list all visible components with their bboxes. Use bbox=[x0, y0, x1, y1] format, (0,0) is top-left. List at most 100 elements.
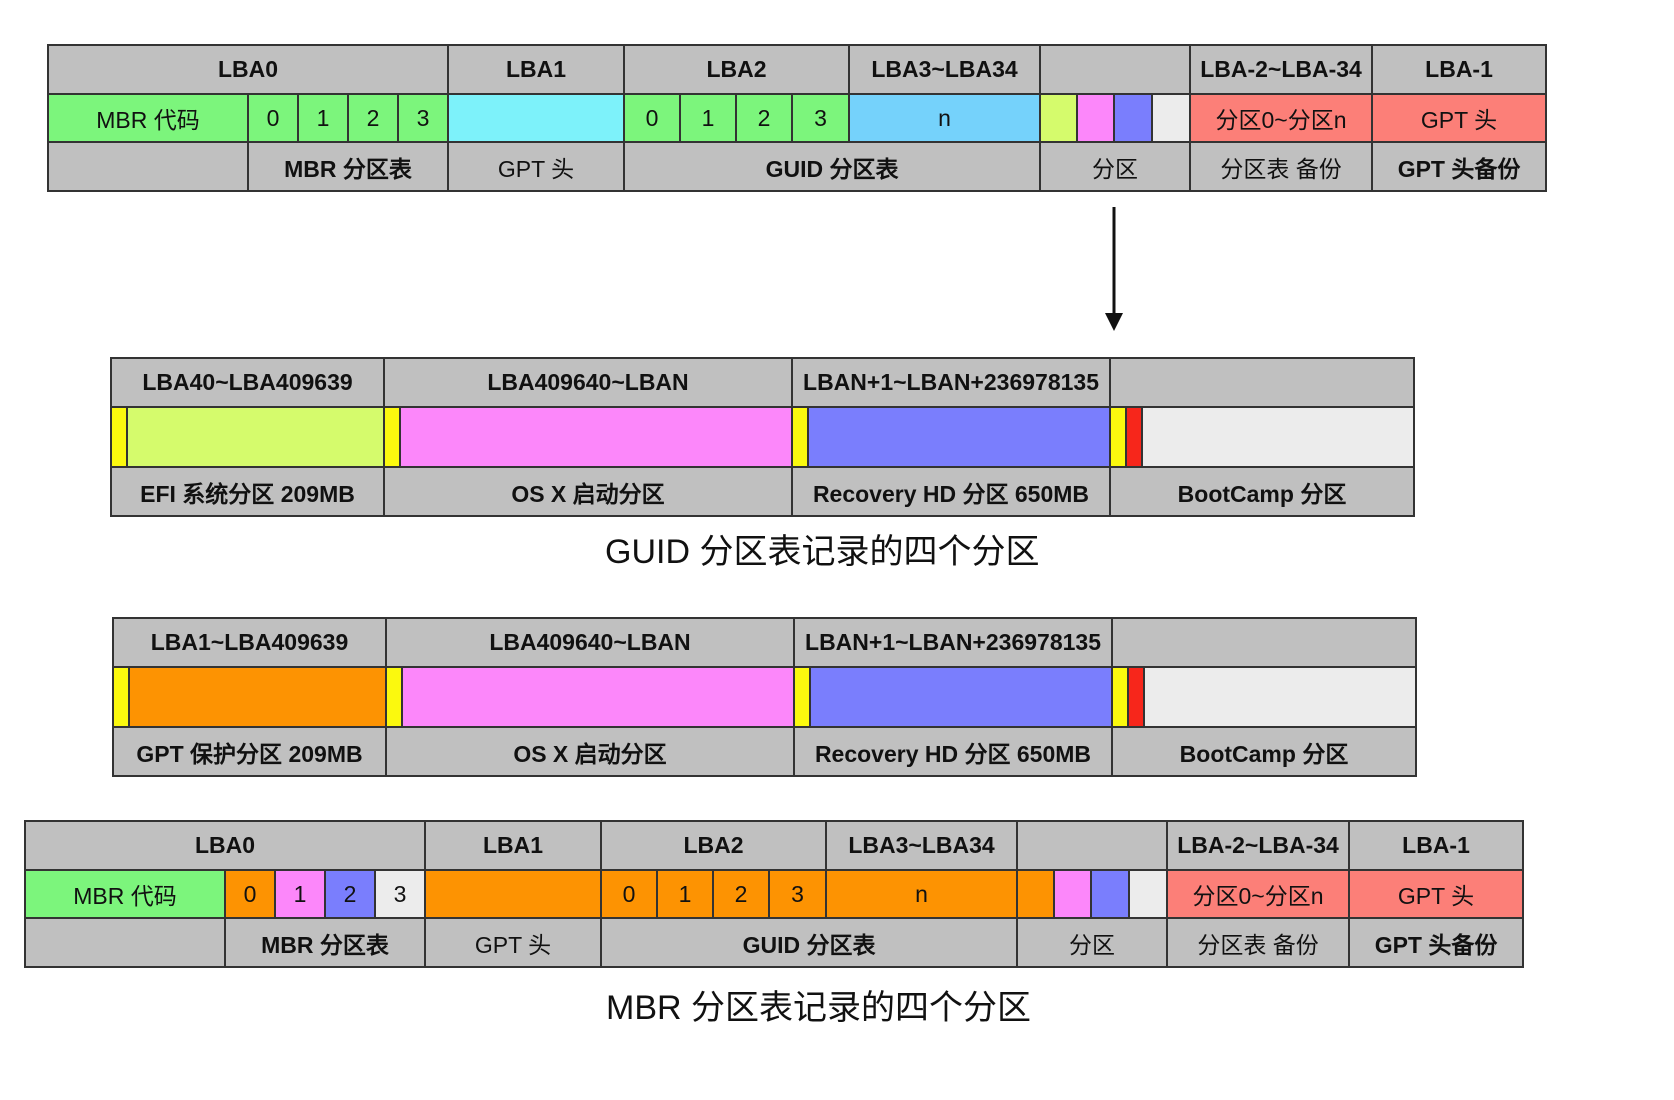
gpt-entries-n: n bbox=[848, 93, 1042, 143]
gpt-entries-n: n bbox=[825, 869, 1019, 919]
partition-bootcamp-block bbox=[1151, 93, 1192, 143]
mbr-caption: MBR 分区表记录的四个分区 bbox=[606, 989, 1031, 1027]
mbr-slot: 2 bbox=[324, 869, 376, 919]
header-lba1: LBA1 bbox=[424, 820, 603, 871]
header-lba0: LBA0 bbox=[46, 44, 450, 95]
header-bootcamp-range bbox=[1111, 617, 1417, 668]
header-osx-range: LBA409640~LBAN bbox=[383, 357, 793, 408]
content-row bbox=[112, 666, 1417, 728]
guid-caption: GUID 分区表记录的四个分区 bbox=[605, 533, 1040, 571]
header-lba3-34: LBA3~LBA34 bbox=[825, 820, 1019, 871]
label-osx: OS X 启动分区 bbox=[385, 726, 795, 777]
partition-efi-block bbox=[1039, 93, 1079, 143]
gpt-entry-slot: 1 bbox=[679, 93, 738, 143]
header-row: LBA1~LBA409639 LBA409640~LBAN LBAN+1~LBA… bbox=[112, 617, 1417, 668]
partition-bootcamp-bar bbox=[1111, 666, 1417, 728]
content-row bbox=[110, 406, 1415, 468]
header-lba-last: LBA-1 bbox=[1348, 820, 1525, 871]
footer-table-backup: 分区表 备份 bbox=[1166, 917, 1351, 968]
mbr-slot: 0 bbox=[247, 93, 299, 143]
footer-mbr-table: MBR 分区表 bbox=[223, 917, 427, 968]
footer-blank bbox=[47, 141, 249, 192]
footer-mbr-table: MBR 分区表 bbox=[246, 141, 450, 192]
footer-row: GPT 保护分区 209MB OS X 启动分区 Recovery HD 分区 … bbox=[112, 726, 1417, 777]
header-lba3-34: LBA3~LBA34 bbox=[848, 44, 1042, 95]
gpt-entry-slot: 1 bbox=[656, 869, 715, 919]
mbr-slot: 3 bbox=[373, 869, 427, 919]
gpt-header-cell bbox=[424, 869, 603, 919]
content-row: MBR 代码 0 1 2 3 0 1 2 3 n 分区0~分区n GPT 头 bbox=[47, 93, 1548, 143]
header-lba-backup: LBA-2~LBA-34 bbox=[1189, 44, 1374, 95]
label-protective: GPT 保护分区 209MB bbox=[112, 726, 387, 777]
partition-osx-block bbox=[1076, 93, 1116, 143]
header-bootcamp-range bbox=[1109, 357, 1415, 408]
partition-bootcamp-bar bbox=[1109, 406, 1415, 468]
mbr-slot: 2 bbox=[347, 93, 399, 143]
label-recovery: Recovery HD 分区 650MB bbox=[791, 466, 1111, 517]
header-partitions bbox=[1039, 44, 1192, 95]
mbr-partition-table: LBA1~LBA409639 LBA409640~LBAN LBAN+1~LBA… bbox=[112, 617, 1417, 777]
header-lba1: LBA1 bbox=[447, 44, 626, 95]
gpt-header-cell bbox=[447, 93, 626, 143]
gpt-entry-slot: 2 bbox=[735, 93, 794, 143]
footer-partitions: 分区 bbox=[1016, 917, 1169, 968]
header-lba2: LBA2 bbox=[600, 820, 828, 871]
footer-partitions: 分区 bbox=[1039, 141, 1192, 192]
header-row: LBA0 LBA1 LBA2 LBA3~LBA34 LBA-2~LBA-34 L… bbox=[23, 820, 1525, 871]
header-lba-last: LBA-1 bbox=[1371, 44, 1548, 95]
label-bootcamp: BootCamp 分区 bbox=[1109, 466, 1415, 517]
partition-osx-bar bbox=[383, 406, 793, 468]
mbr-slot: 1 bbox=[274, 869, 326, 919]
header-lba2: LBA2 bbox=[623, 44, 851, 95]
footer-gpt-header: GPT 头 bbox=[447, 141, 626, 192]
gpt-entry-slot: 0 bbox=[623, 93, 682, 143]
header-osx-range: LBA409640~LBAN bbox=[385, 617, 795, 668]
footer-row: MBR 分区表 GPT 头 GUID 分区表 分区 分区表 备份 GPT 头备份 bbox=[24, 917, 1525, 968]
content-row: MBR 代码 0 1 2 3 0 1 2 3 n 分区0~分区n GPT 头 bbox=[24, 869, 1525, 919]
footer-gpt-header: GPT 头 bbox=[424, 917, 603, 968]
mbr-slot: 0 bbox=[224, 869, 276, 919]
footer-guid-table: GUID 分区表 bbox=[623, 141, 1042, 192]
footer-gpt-header-backup: GPT 头备份 bbox=[1371, 141, 1548, 192]
header-row: LBA40~LBA409639 LBA409640~LBAN LBAN+1~LB… bbox=[110, 357, 1415, 408]
label-efi: EFI 系统分区 209MB bbox=[110, 466, 385, 517]
header-lba0: LBA0 bbox=[23, 820, 427, 871]
mbr-code-cell: MBR 代码 bbox=[47, 93, 249, 143]
header-efi-range: LBA40~LBA409639 bbox=[110, 357, 385, 408]
guid-partition-table: LBA40~LBA409639 LBA409640~LBAN LBAN+1~LB… bbox=[110, 357, 1415, 517]
label-recovery: Recovery HD 分区 650MB bbox=[793, 726, 1113, 777]
down-arrow-icon bbox=[1105, 207, 1123, 331]
footer-guid-table: GUID 分区表 bbox=[600, 917, 1019, 968]
footer-row: EFI 系统分区 209MB OS X 启动分区 Recovery HD 分区 … bbox=[110, 466, 1415, 517]
header-lba-backup: LBA-2~LBA-34 bbox=[1166, 820, 1351, 871]
footer-table-backup: 分区表 备份 bbox=[1189, 141, 1374, 192]
header-protective-range: LBA1~LBA409639 bbox=[112, 617, 387, 668]
partition-recovery-bar bbox=[793, 666, 1113, 728]
disk-layout-bottom: LBA0 LBA1 LBA2 LBA3~LBA34 LBA-2~LBA-34 L… bbox=[23, 820, 1525, 968]
gpt-entry-slot: 2 bbox=[712, 869, 771, 919]
header-recovery-range: LBAN+1~LBAN+236978135 bbox=[793, 617, 1113, 668]
partition-osx-bar bbox=[385, 666, 795, 728]
gpt-entry-slot: 3 bbox=[791, 93, 851, 143]
backup-gpt-header-cell: GPT 头 bbox=[1371, 93, 1548, 143]
partition-protective-block bbox=[1016, 869, 1056, 919]
partition-osx-block bbox=[1053, 869, 1093, 919]
gpt-entry-slot: 0 bbox=[600, 869, 659, 919]
gpt-entry-slot: 3 bbox=[768, 869, 828, 919]
partition-recovery-block bbox=[1090, 869, 1131, 919]
label-osx: OS X 启动分区 bbox=[383, 466, 793, 517]
mbr-code-cell: MBR 代码 bbox=[24, 869, 226, 919]
header-row: LBA0 LBA1 LBA2 LBA3~LBA34 LBA-2~LBA-34 L… bbox=[46, 44, 1548, 95]
partition-efi-bar bbox=[110, 406, 385, 468]
backup-gpt-header-cell: GPT 头 bbox=[1348, 869, 1525, 919]
backup-entries-cell: 分区0~分区n bbox=[1189, 93, 1374, 143]
backup-entries-cell: 分区0~分区n bbox=[1166, 869, 1351, 919]
footer-gpt-header-backup: GPT 头备份 bbox=[1348, 917, 1525, 968]
partition-protective-bar bbox=[112, 666, 387, 728]
disk-layout-top: LBA0 LBA1 LBA2 LBA3~LBA34 LBA-2~LBA-34 L… bbox=[46, 44, 1548, 192]
footer-blank bbox=[24, 917, 226, 968]
footer-row: MBR 分区表 GPT 头 GUID 分区表 分区 分区表 备份 GPT 头备份 bbox=[47, 141, 1548, 192]
header-partitions bbox=[1016, 820, 1169, 871]
partition-bootcamp-block bbox=[1128, 869, 1169, 919]
header-recovery-range: LBAN+1~LBAN+236978135 bbox=[791, 357, 1111, 408]
